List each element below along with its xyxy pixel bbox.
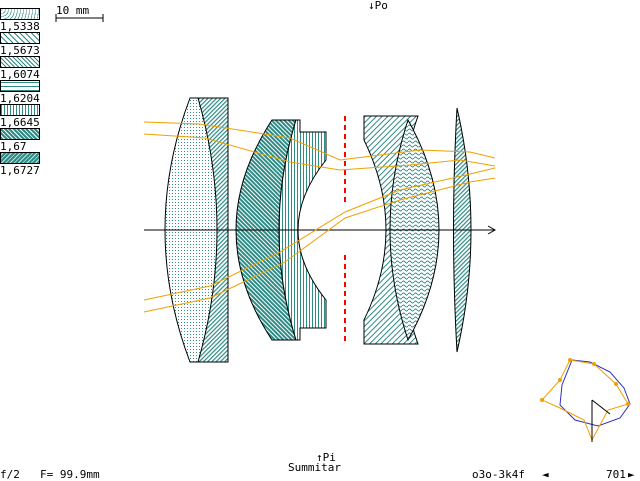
lens-element-4 [278,119,327,341]
page-number: 701 [606,468,626,481]
ray [143,167,496,301]
legend-swatch [0,104,40,116]
inset-curve-blue [559,359,631,427]
scale-label: 10 mm [56,4,90,17]
inset-curve-orange [541,359,629,442]
legend-label: 1,67 [0,140,27,153]
legend-label: 1,5338 [0,20,40,33]
inset-point [540,398,544,402]
inset-point [558,378,562,382]
next-arrow-button[interactable]: ► [628,468,635,481]
legend-swatch [0,56,40,68]
aperture-label: f/2 [0,468,20,481]
legend-swatch [0,80,40,92]
inset-point [614,382,618,386]
inset-axis [591,399,611,415]
inset-plot [540,358,631,442]
ray [143,133,496,171]
legend-swatch [0,128,40,140]
lens-element-2 [197,97,229,363]
legend-label: 1,6204 [0,92,40,105]
lens-code: o3o-3k4f [472,468,525,481]
legend-label: 1,6645 [0,116,40,129]
lens-name: Summitar [288,461,341,474]
object-marker: ↓Po [368,0,388,12]
legend-label: 1,6727 [0,164,40,177]
inset-point [592,362,596,366]
ray [143,177,496,313]
ray [143,121,496,161]
legend-swatch [0,152,40,164]
legend-swatch [0,32,40,44]
legend-label: 1,6074 [0,68,40,81]
focal-length-label: F= 99.9mm [40,468,100,481]
inset-point [626,402,630,406]
legend-label: 1,5673 [0,44,40,57]
image-marker: ↑Pi [316,451,336,464]
legend-swatch [0,8,40,20]
prev-arrow-button[interactable]: ◄ [542,468,549,481]
optical-axis-arrow [487,225,497,235]
inset-point [568,358,572,362]
